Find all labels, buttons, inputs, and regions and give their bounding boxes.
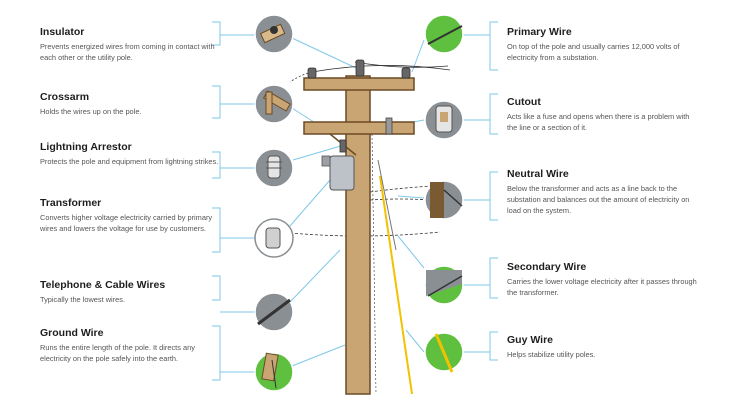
neutral-wire-desc: Below the transformer and acts as a line… [507, 184, 690, 215]
insulator-desc: Prevents energized wires from coming in … [40, 42, 215, 62]
label-crossarm: Crossarm Holds the wires up on the pole. [40, 91, 220, 117]
top-crossarm [303, 77, 415, 91]
primary-wire-icon [424, 14, 464, 54]
second-crossarm [303, 121, 415, 135]
label-neutral-wire: Neutral Wire Below the transformer and a… [507, 168, 697, 216]
telephone-cable-desc: Typically the lowest wires. [40, 295, 126, 304]
secondary-wire-desc: Carries the lower voltage electricity af… [507, 277, 697, 297]
lightning-arrestor-desc: Protects the pole and equipment from lig… [40, 157, 219, 166]
crossarm-title: Crossarm [40, 91, 90, 103]
label-telephone-cable: Telephone & Cable Wires Typically the lo… [40, 279, 220, 305]
transformer-device [329, 155, 355, 191]
insulator-icon [254, 14, 294, 54]
leader-lines [212, 21, 498, 381]
telephone-cable-title: Telephone & Cable Wires [40, 279, 166, 291]
cutout-device [385, 117, 393, 135]
insulator-title: Insulator [40, 26, 85, 38]
primary-wire-desc: On top of the pole and usually carries 1… [507, 42, 680, 62]
ground-wire-desc: Runs the entire length of the pole. It d… [40, 343, 195, 363]
guy-wire-line [379, 175, 413, 395]
label-guy-wire: Guy Wire Helps stabilize utility poles. [507, 334, 697, 360]
transformer-desc: Converts higher voltage electricity carr… [40, 213, 213, 233]
guy-wire-title: Guy Wire [507, 334, 553, 346]
cable-icon [254, 292, 294, 332]
neutral-wire-title: Neutral Wire [507, 168, 569, 180]
label-cutout: Cutout Acts like a fuse and opens when t… [507, 96, 697, 133]
ground-wire-icon [254, 352, 294, 392]
crossarm-desc: Holds the wires up on the pole. [40, 107, 142, 116]
crossarm-icon [254, 84, 294, 124]
transformer-icon [254, 218, 294, 258]
label-insulator: Insulator Prevents energized wires from … [40, 26, 220, 63]
label-primary-wire: Primary Wire On top of the pole and usua… [507, 26, 697, 63]
label-lightning-arrestor: Lightning Arrestor Protects the pole and… [40, 141, 220, 167]
lightning-arrestor-icon [254, 148, 294, 188]
label-transformer: Transformer Converts higher voltage elec… [40, 197, 220, 234]
secondary-wire-icon [424, 265, 464, 305]
guy-wire-icon [424, 332, 464, 373]
primary-wire-title: Primary Wire [507, 26, 572, 38]
cutout-desc: Acts like a fuse and opens when there is… [507, 112, 690, 132]
guy-wire-desc: Helps stabilize utility poles. [507, 350, 596, 359]
utility-pole [303, 59, 415, 395]
ground-wire-title: Ground Wire [40, 327, 104, 339]
secondary-wire-title: Secondary Wire [507, 261, 587, 273]
neutral-wire-icon [424, 180, 464, 220]
transformer-title: Transformer [40, 197, 102, 209]
label-secondary-wire: Secondary Wire Carries the lower voltage… [507, 261, 697, 298]
cutout-title: Cutout [507, 96, 541, 108]
label-ground-wire: Ground Wire Runs the entire length of th… [40, 327, 220, 364]
lightning-arrestor-title: Lightning Arrestor [40, 141, 132, 153]
cutout-icon [424, 100, 464, 140]
insulators [307, 59, 411, 79]
